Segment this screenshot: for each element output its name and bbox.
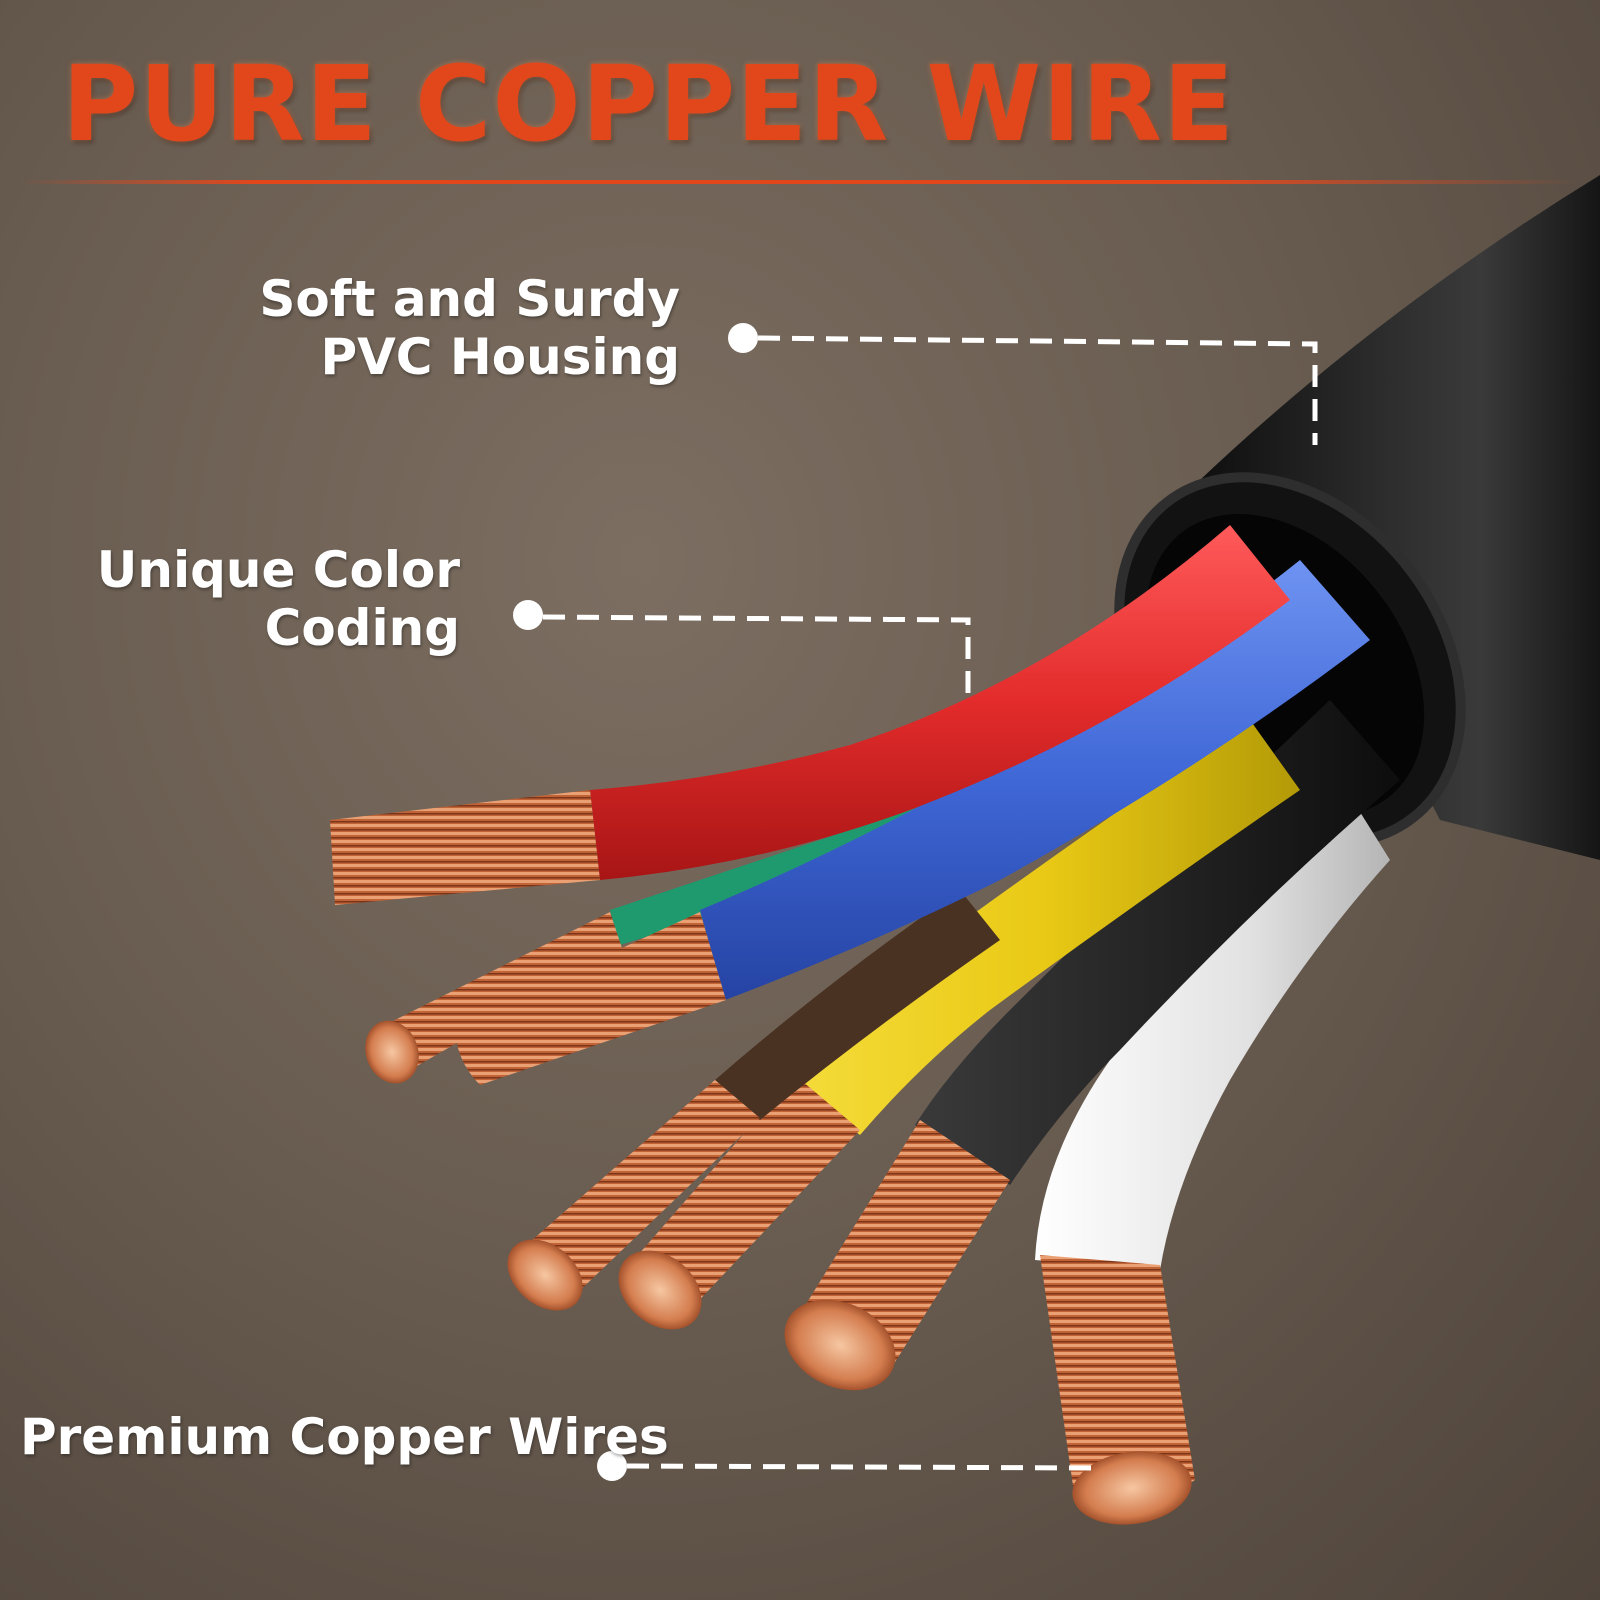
leader-color-coding (513, 600, 971, 700)
leader-housing (728, 323, 1318, 445)
callout-copper-wires: Premium Copper Wires (20, 1408, 669, 1466)
brown-wire (507, 890, 1000, 1311)
leader-copper (597, 1451, 1101, 1481)
callout-copper-wires-line1: Premium Copper Wires (20, 1408, 669, 1466)
red-wire (330, 525, 1290, 905)
white-wire (1035, 780, 1390, 1525)
callout-color-coding-line1: Unique Color (96, 541, 460, 599)
black-wire (784, 700, 1400, 1391)
callout-pvc-housing-line2: PVC Housing (320, 328, 680, 386)
callout-color-coding: Unique Color Coding (97, 541, 460, 657)
yellow-wire (618, 720, 1300, 1330)
callout-pvc-housing: Soft and Surdy PVC Housing (259, 270, 680, 386)
callout-color-coding-line2: Coding (264, 599, 460, 657)
blue-wire (455, 560, 1370, 1085)
callout-pvc-housing-line1: Soft and Surdy (259, 270, 680, 328)
headline: PURE COPPER WIRE (62, 43, 1236, 165)
headline-underline (20, 180, 1580, 184)
